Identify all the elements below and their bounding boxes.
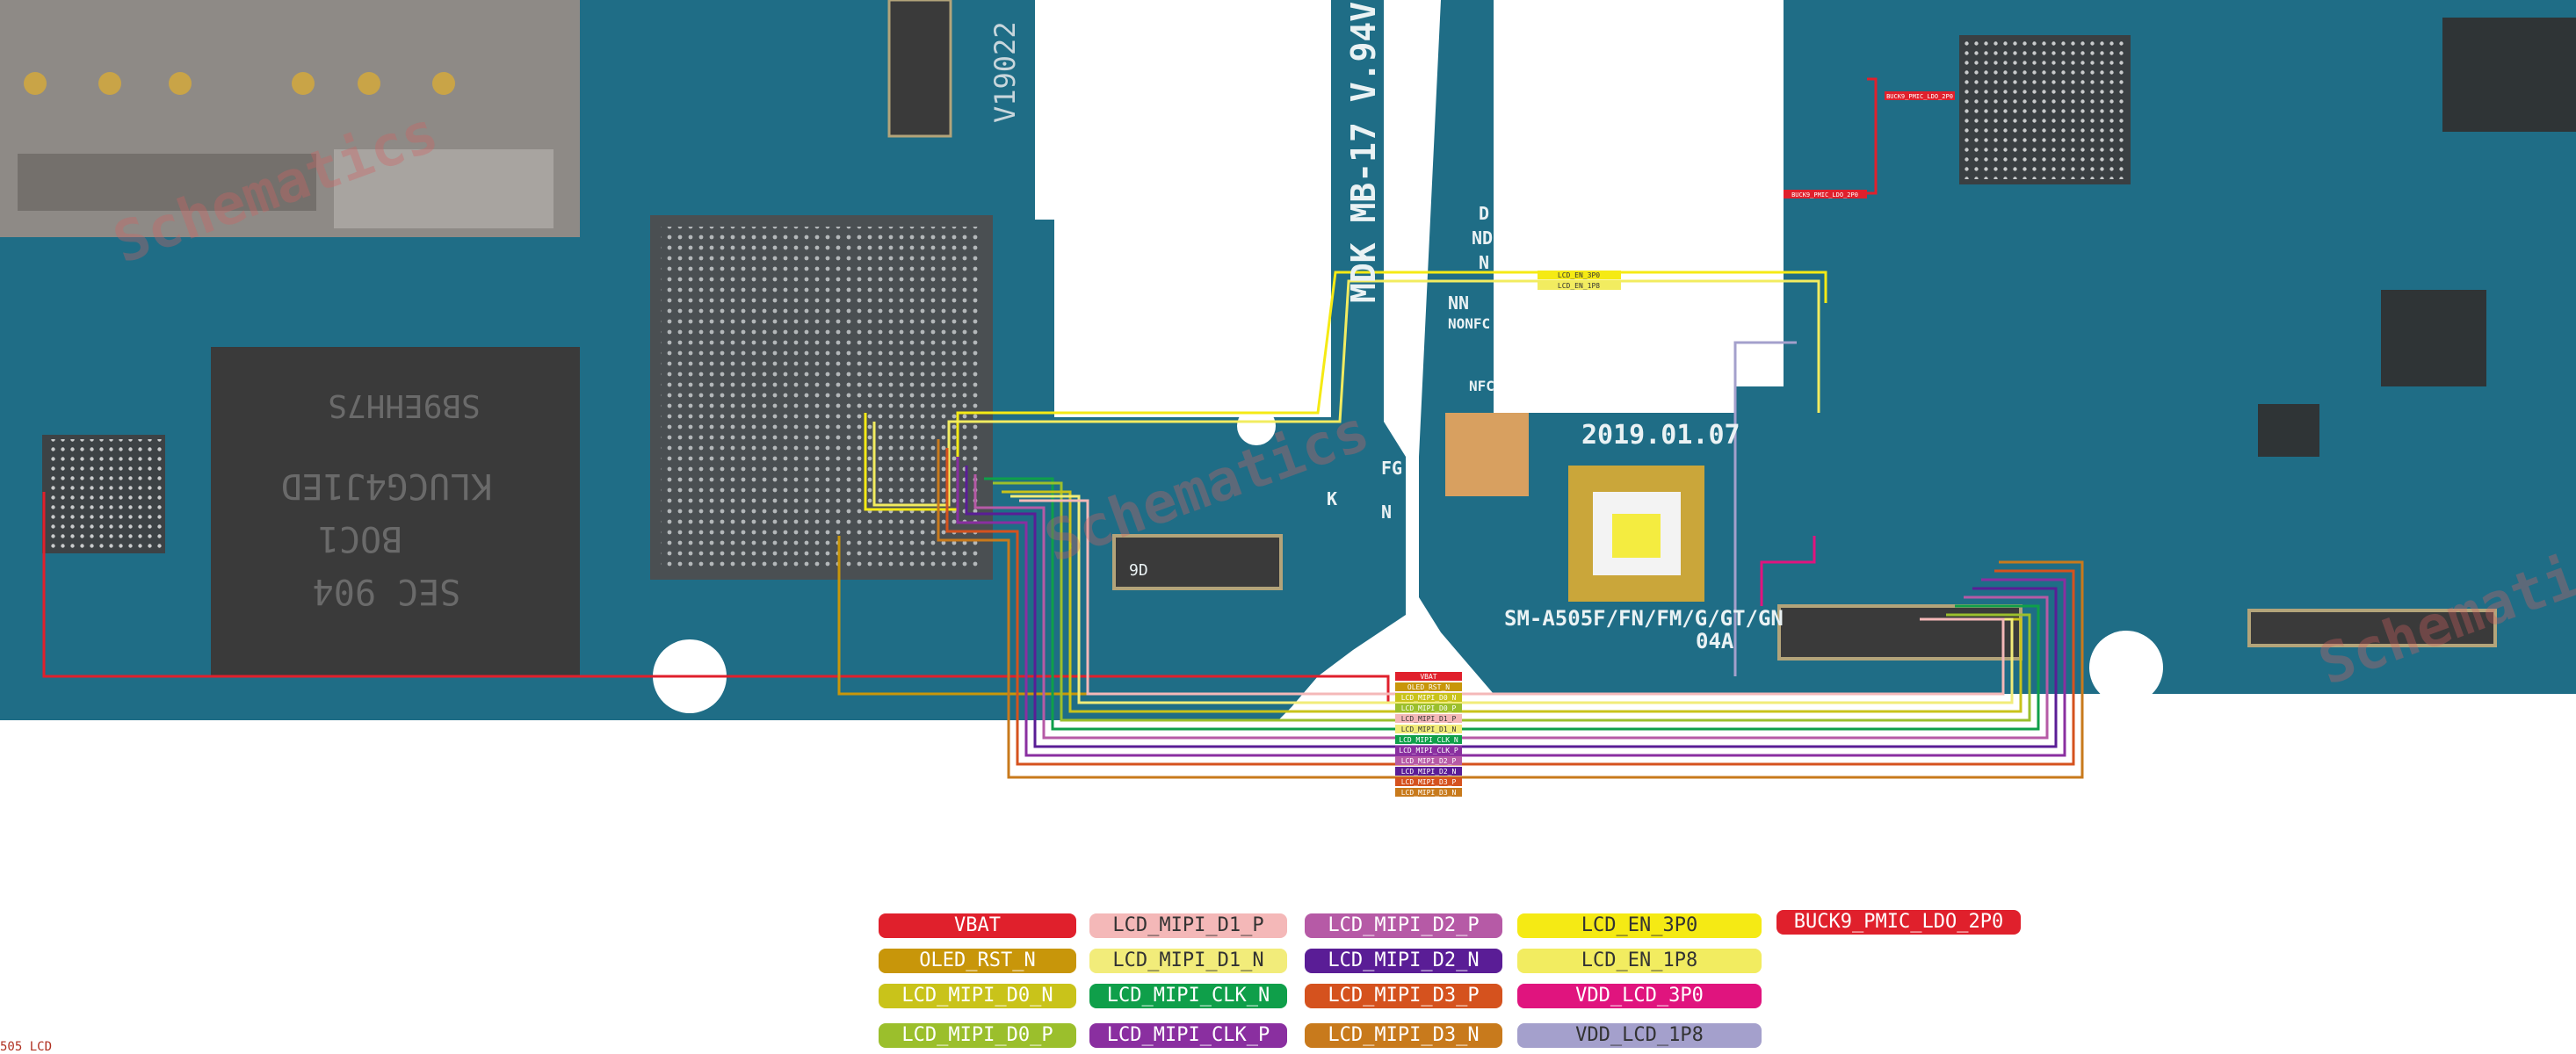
line-tag-label: LCD_MIPI_D2_N [1401, 768, 1457, 776]
line-tag-label: LCD_MIPI_CLK_N [1399, 736, 1458, 744]
chip-marking-line: KLUCG4J1ED [281, 466, 493, 506]
mounting-hole [2089, 631, 2163, 704]
line-tag-label: LCD_MIPI_D0_N [1401, 694, 1457, 702]
connector-mark: 9D [1129, 561, 1148, 580]
ic-chip [2258, 404, 2319, 457]
bottom-connector [2247, 609, 2497, 647]
silk-label: K [1327, 488, 1337, 509]
silk-label: ND [1472, 227, 1493, 249]
legend-lcd-mipi-d1-p: LCD_MIPI_D1_P [1089, 913, 1287, 938]
board-connector [1112, 534, 1283, 590]
silk-label: N [1381, 502, 1392, 523]
flash-memory-chip [211, 347, 580, 676]
sim-tray-slot [18, 154, 316, 211]
legend-vdd-lcd-1p8: VDD_LCD_1P8 [1517, 1023, 1762, 1048]
line-tags: VBAT OLED_RST_N LCD_MIPI_D0_N LCD_MIPI_D… [1395, 672, 1462, 797]
line-tag-label: LCD_MIPI_CLK_P [1399, 747, 1458, 754]
data-matrix-code [1445, 413, 1529, 496]
silk-label: NONFC [1448, 315, 1490, 332]
legend-buck9-pmic-ldo-2p0: BUCK9_PMIC_LDO_2P0 [1776, 910, 2021, 935]
buck-tag-label: BUCK9_PMIC_LDO_2P0 [1886, 93, 1953, 100]
ic-chip [2442, 18, 2576, 132]
sim-tray-inner [334, 149, 554, 228]
en-tag-label: LCD_EN_3P0 [1558, 271, 1600, 279]
legend-lcd-mipi-d3-n: LCD_MIPI_D3_N [1305, 1023, 1502, 1048]
sim-contact-pads [24, 72, 455, 95]
silk-label: FG [1381, 458, 1402, 479]
legend-oled-rst-n: OLED_RST_N [879, 949, 1076, 973]
signal-traces [42, 77, 2084, 779]
board-model-label: SM-A505F/FN/FM/G/GT/GN [1504, 606, 1784, 631]
legend-lcd-mipi-d2-p: LCD_MIPI_D2_P [1305, 913, 1502, 938]
flash-led-core [1612, 514, 1661, 558]
legend-vbat: VBAT [879, 913, 1076, 938]
date-code-label: 2019.01.07 [1581, 420, 1740, 451]
legend-lcd-en-3p0: LCD_EN_3P0 [1517, 913, 1762, 938]
legend-lcd-mipi-d0-p: LCD_MIPI_D0_P [879, 1023, 1076, 1048]
legend-vdd-lcd-3p0: VDD_LCD_3P0 [1517, 984, 1762, 1008]
chip-marking-line: SEC 904 [313, 571, 461, 611]
silk-label: NFC [1469, 378, 1494, 394]
line-tag-label: LCD_MIPI_D2_P [1401, 757, 1457, 765]
board-revision-label: 04A [1696, 629, 1734, 653]
line-tag-label: LCD_MIPI_D0_P [1401, 704, 1457, 712]
en-tags: LCD_EN_3P0 LCD_EN_1P8 [1538, 271, 1621, 290]
chip-marking-line: BOC1 [318, 518, 402, 559]
silk-label: N [1479, 252, 1489, 273]
silk-label: D [1479, 203, 1489, 224]
legend-lcd-mipi-d1-n: LCD_MIPI_D1_N [1089, 949, 1287, 973]
legend-lcd-mipi-d0-n: LCD_MIPI_D0_N [879, 984, 1076, 1008]
footer-caption: 505 LCD [0, 1040, 53, 1054]
line-tag-label: LCD_MIPI_D1_N [1401, 726, 1457, 733]
pcb-code-label: MDK MB-17 V.94V [1344, 2, 1383, 303]
legend-lcd-en-1p8: LCD_EN_1P8 [1517, 949, 1762, 973]
legend-lcd-mipi-d2-n: LCD_MIPI_D2_N [1305, 949, 1502, 973]
mounting-hole [1237, 407, 1276, 445]
flex-connector [887, 0, 952, 138]
legend-lcd-mipi-d3-p: LCD_MIPI_D3_P [1305, 984, 1502, 1008]
ic-chip [2381, 290, 2486, 386]
legend-lcd-mipi-clk-n: LCD_MIPI_CLK_N [1089, 984, 1287, 1008]
line-tag-label: VBAT [1420, 673, 1436, 681]
chip-marking-line: SB9EHH7S [328, 387, 480, 423]
legend-lcd-mipi-clk-p: LCD_MIPI_CLK_P [1089, 1023, 1287, 1048]
line-tag-label: LCD_MIPI_D3_N [1401, 789, 1457, 797]
line-tag-label: LCD_MIPI_D3_P [1401, 778, 1457, 786]
en-tag-label: LCD_EN_1P8 [1558, 282, 1600, 290]
edge-code-label: V19022 [988, 21, 1022, 123]
pcb-right-board [1419, 0, 2576, 694]
buck-tag-label: BUCK9_PMIC_LDO_2P0 [1791, 191, 1858, 199]
line-tag-label: OLED_RST_N [1407, 683, 1450, 691]
line-tag-label: LCD_MIPI_D1_P [1401, 715, 1457, 723]
buck-tags: BUCK9_PMIC_LDO_2P0 BUCK9_PMIC_LDO_2P0 [1784, 91, 1955, 199]
silk-label: NN [1448, 292, 1469, 314]
